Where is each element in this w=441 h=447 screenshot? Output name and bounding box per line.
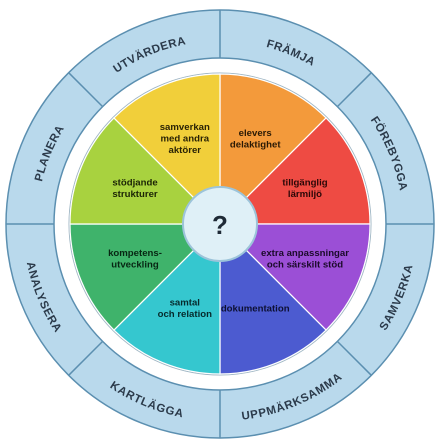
sector-label: och särskilt stöd bbox=[267, 259, 343, 270]
sector-label: delaktighet bbox=[230, 139, 281, 150]
sector-label: kompetens- bbox=[108, 248, 162, 259]
sector-label: med andra bbox=[161, 134, 210, 145]
sector-label: utveckling bbox=[111, 259, 159, 270]
sector-label: och relation bbox=[158, 309, 213, 320]
ring-divider bbox=[336, 72, 372, 108]
sector-label: samverkan bbox=[160, 122, 210, 133]
sector-label: tillgänglig bbox=[282, 178, 327, 189]
sector-label: stödjande bbox=[112, 178, 157, 189]
ring-divider bbox=[68, 72, 104, 108]
sector-label: strukturer bbox=[112, 189, 158, 200]
sector-label: samtal bbox=[170, 298, 200, 309]
ring-divider bbox=[68, 340, 104, 376]
center-circle bbox=[182, 186, 258, 262]
sector-label: extra anpassningar bbox=[261, 248, 349, 259]
sector-label: aktörer bbox=[169, 145, 202, 156]
sector-label: elevers bbox=[239, 128, 272, 139]
ring-divider bbox=[336, 340, 372, 376]
sector-label: dokumentation bbox=[221, 303, 290, 314]
center-question-mark: ? bbox=[212, 210, 228, 240]
sector-label: lärmiljö bbox=[288, 189, 322, 200]
center-hub: ? bbox=[182, 186, 258, 262]
